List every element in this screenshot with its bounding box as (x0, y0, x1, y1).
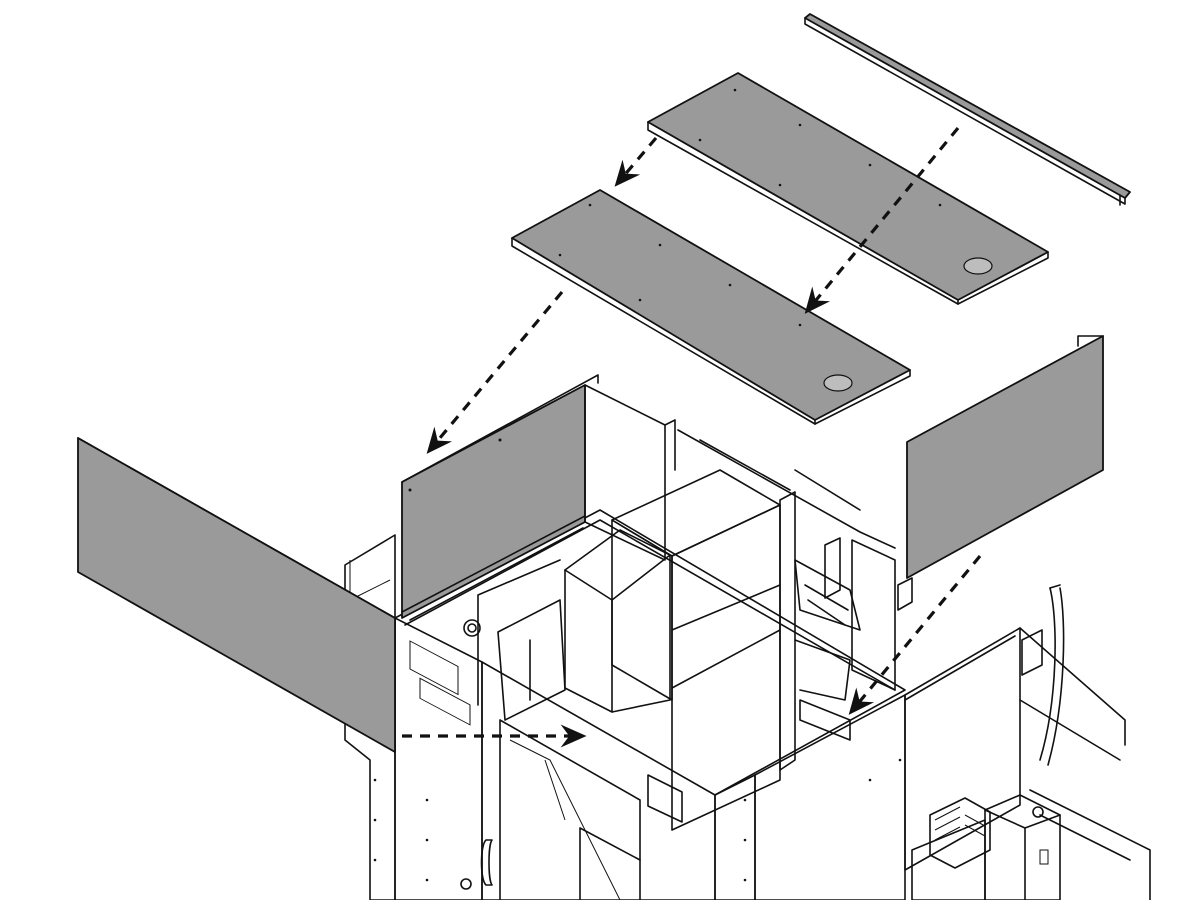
rivet-dots (373, 758, 902, 882)
top-panel-rear-hole (963, 257, 993, 275)
assembly-arrows (402, 126, 982, 748)
arrow-right-panel-to-frame (848, 554, 982, 715)
front-window-1 (409, 640, 459, 696)
arrow-top-front-to-rear-left (426, 290, 564, 454)
rear-left-panel (401, 374, 676, 621)
front-label-plate (647, 774, 683, 823)
front-corner-face (714, 774, 756, 900)
electrical-cabinet (904, 627, 1151, 900)
arrow-rail-to-top-panel (804, 126, 960, 314)
coolant-hose (1021, 584, 1065, 766)
top-panel-front-hole (823, 374, 853, 392)
arrow-top-rear-to-front (614, 136, 658, 187)
tool-changer (677, 429, 913, 771)
top-panel-rear (647, 72, 1049, 305)
right-rear-panel (906, 335, 1104, 579)
left-side-panel (77, 437, 396, 753)
door-opening (499, 719, 641, 900)
right-side-face (754, 694, 906, 900)
spindle-box (564, 529, 671, 713)
head-top (611, 469, 781, 557)
front-center-face (481, 661, 716, 900)
motor-knob (463, 619, 481, 637)
hose-bracket (1021, 629, 1043, 676)
top-rail (804, 13, 1131, 206)
door-handle (480, 839, 493, 886)
latch-knob (460, 878, 472, 890)
top-panel-front (511, 189, 911, 425)
transformer (929, 797, 991, 869)
front-left-face (394, 617, 483, 900)
spindle-head (463, 469, 781, 831)
control-box (984, 794, 1061, 900)
left-extension (344, 534, 396, 900)
